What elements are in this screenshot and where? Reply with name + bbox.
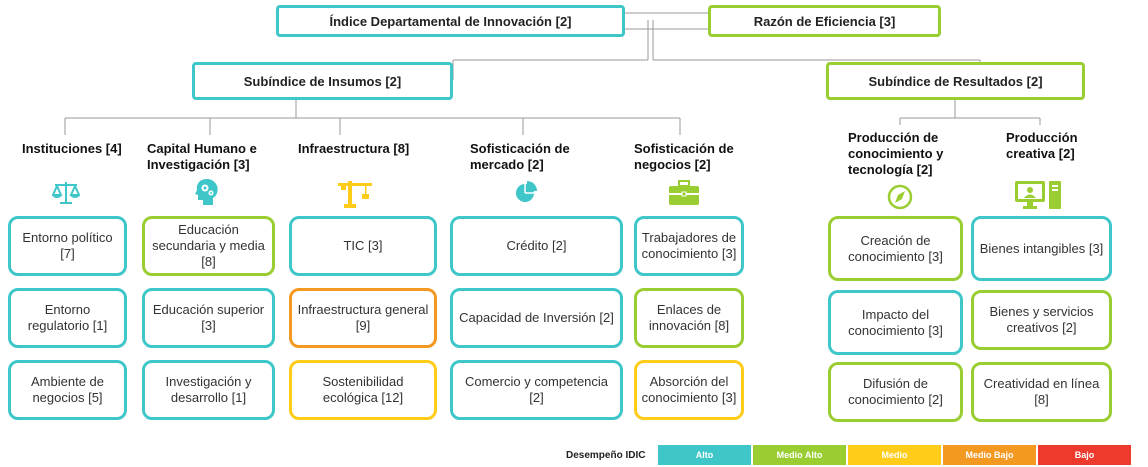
crane-icon xyxy=(338,181,372,208)
pillar-title-produccion-conocimiento: Producción de conocimiento y tecnología … xyxy=(848,130,944,177)
cell-educacion-superior: Educación superior [3] xyxy=(142,288,275,348)
legend-medio-alto: Medio Alto xyxy=(753,445,846,465)
legend-medio-bajo: Medio Bajo xyxy=(943,445,1036,465)
head-gears-icon xyxy=(195,179,218,205)
efficiency-title-box: Razón de Eficiencia [3] xyxy=(708,5,941,37)
pillar-title-sofisticacion-mercado: Sofisticación de mercado [2] xyxy=(470,141,570,172)
scales-icon xyxy=(52,182,80,204)
compass-icon xyxy=(887,184,913,210)
index-title-box: Índice Departamental de Innovación [2] xyxy=(276,5,625,37)
inputs-subindex-box: Subíndice de Insumos [2] xyxy=(192,62,453,100)
efficiency-title: Razón de Eficiencia [3] xyxy=(753,13,896,29)
outputs-subindex-box: Subíndice de Resultados [2] xyxy=(826,62,1085,100)
outputs-subindex-title: Subíndice de Resultados [2] xyxy=(868,73,1043,89)
cell-trabajadores-conocimiento: Trabajadores de conocimiento [3] xyxy=(634,216,744,276)
briefcase-icon xyxy=(669,180,699,205)
pillar-title-produccion-creativa: Producción creativa [2] xyxy=(1006,130,1078,161)
cell-credito: Crédito [2] xyxy=(450,216,623,276)
pillar-title-infraestructura: Infraestructura [8] xyxy=(298,141,410,156)
pillar-title-sofisticacion-negocios: Sofisticación de negocios [2] xyxy=(634,141,734,172)
cell-difusion-conocimiento: Difusión de conocimiento [2] xyxy=(828,362,963,422)
cell-capacidad-inversion: Capacidad de Inversión [2] xyxy=(450,288,623,348)
computer-icon xyxy=(1015,181,1061,209)
cell-sostenibilidad-ecologica: Sostenibilidad ecológica [12] xyxy=(289,360,437,420)
cell-creatividad-en-linea: Creatividad en línea [8] xyxy=(971,362,1112,422)
legend-medio: Medio xyxy=(848,445,941,465)
cell-bienes-intangibles: Bienes intangibles [3] xyxy=(971,216,1112,281)
cell-entorno-regulatorio: Entorno regulatorio [1] xyxy=(8,288,127,348)
cell-investigacion-desarrollo: Investigación y desarrollo [1] xyxy=(142,360,275,420)
pillar-title-instituciones: Instituciones [4] xyxy=(22,141,122,156)
cell-creacion-conocimiento: Creación de conocimiento [3] xyxy=(828,216,963,281)
legend-alto: Alto xyxy=(658,445,751,465)
cell-enlaces-innovacion: Enlaces de innovación [8] xyxy=(634,288,744,348)
cell-tic: TIC [3] xyxy=(289,216,437,276)
legend-title: Desempeño IDIC xyxy=(566,450,646,461)
legend-bajo: Bajo xyxy=(1038,445,1131,465)
cell-educacion-secundaria: Educación secundaria y media [8] xyxy=(142,216,275,276)
cell-absorcion-conocimiento: Absorción del conocimiento [3] xyxy=(634,360,744,420)
index-title: Índice Departamental de Innovación [2] xyxy=(329,13,572,29)
cell-comercio-competencia: Comercio y competencia [2] xyxy=(450,360,623,420)
inputs-subindex-title: Subíndice de Insumos [2] xyxy=(243,73,402,89)
cell-bienes-servicios-creativos: Bienes y servicios creativos [2] xyxy=(971,290,1112,350)
pillar-title-capital-humano: Capital Humano e Investigación [3] xyxy=(147,141,257,172)
pie-chart-icon xyxy=(516,181,537,202)
cell-impacto-conocimiento: Impacto del conocimiento [3] xyxy=(828,290,963,355)
cell-entorno-politico: Entorno político [7] xyxy=(8,216,127,276)
cell-infraestructura-general: Infraestructura general [9] xyxy=(289,288,437,348)
cell-ambiente-negocios: Ambiente de negocios [5] xyxy=(8,360,127,420)
